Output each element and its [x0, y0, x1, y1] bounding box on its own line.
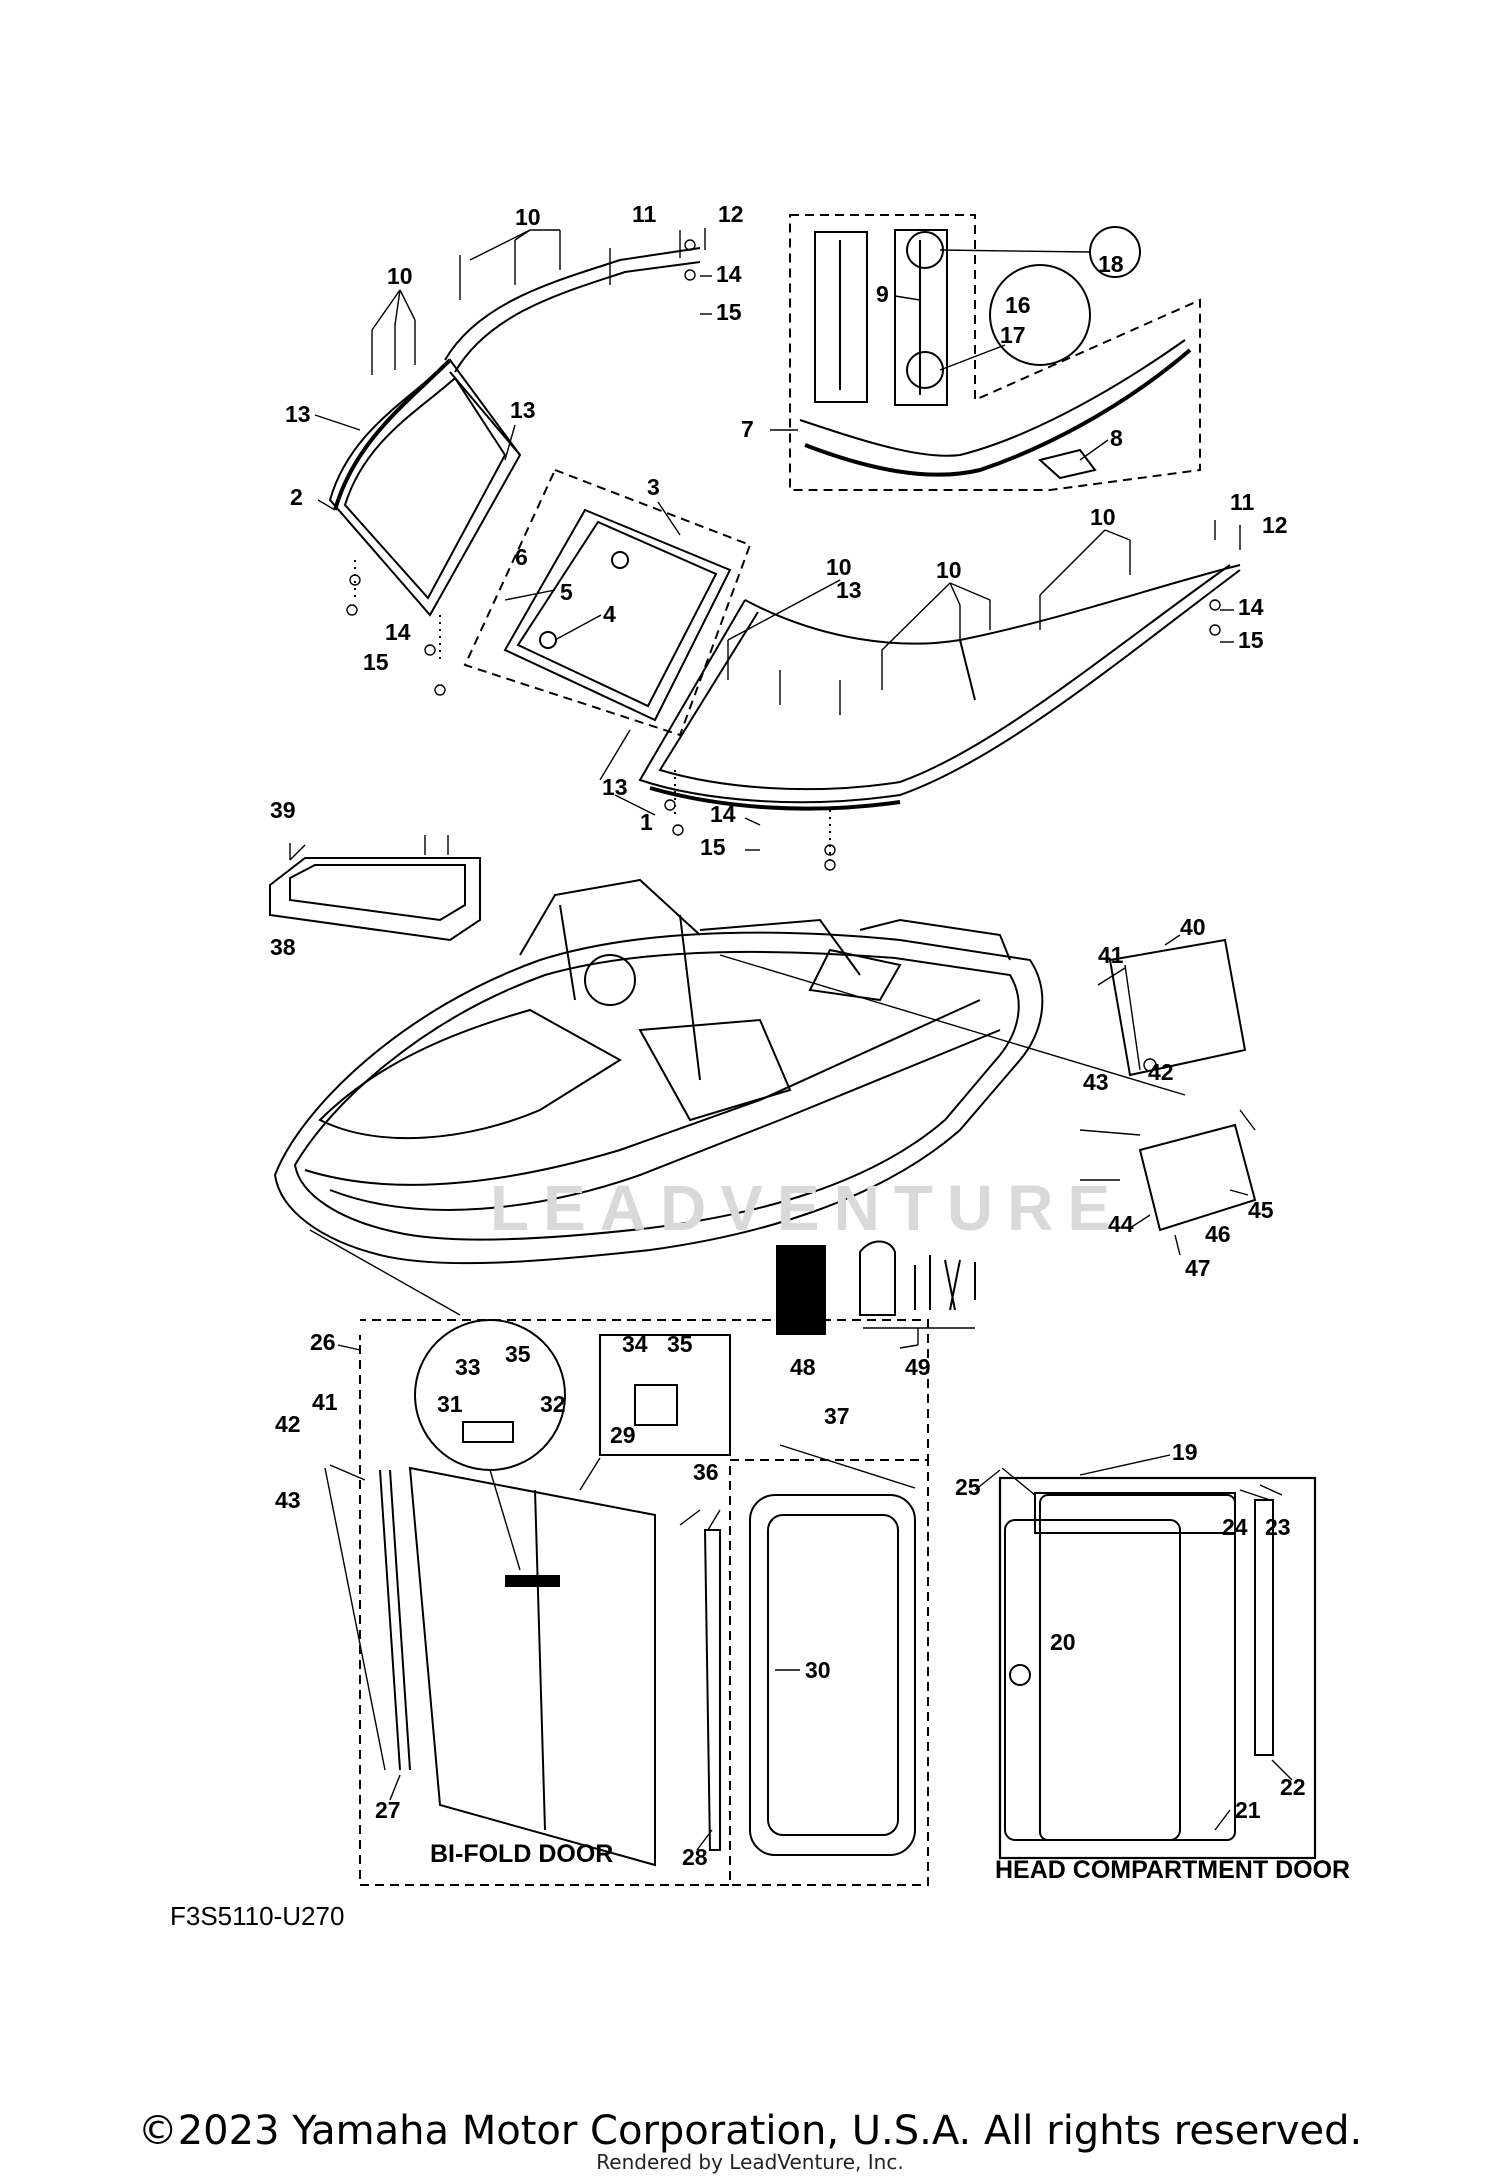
callout-10c[interactable]: 10 — [1090, 504, 1116, 530]
callout-17[interactable]: 17 — [1000, 322, 1026, 348]
callout-48[interactable]: 48 — [790, 1354, 816, 1380]
head-compartment-door-label: HEAD COMPARTMENT DOOR — [995, 1856, 1350, 1884]
rendered-by-credit: Rendered by LeadVenture, Inc. — [596, 2150, 904, 2174]
copyright-notice: ©2023 Yamaha Motor Corporation, U.S.A. A… — [137, 2108, 1363, 2154]
callout-44[interactable]: 44 — [1108, 1211, 1134, 1237]
callout-46[interactable]: 46 — [1205, 1221, 1231, 1247]
glovebox-assembly — [269, 835, 481, 942]
callout-14c[interactable]: 14 — [1238, 594, 1264, 620]
bifold-door-label: BI-FOLD DOOR — [430, 1840, 613, 1868]
callout-22[interactable]: 22 — [1280, 1774, 1306, 1800]
callout-47[interactable]: 47 — [1185, 1255, 1211, 1281]
head-compartment-door-assembly: HEAD COMPARTMENT DOOR — [995, 1467, 1350, 1884]
callout-27[interactable]: 27 — [375, 1797, 401, 1823]
watermark: LEADVENTURE — [490, 1172, 1124, 1244]
callout-39[interactable]: 39 — [270, 797, 296, 823]
callout-13d[interactable]: 13 — [602, 774, 628, 800]
callout-29[interactable]: 29 — [610, 1422, 636, 1448]
callout-11b[interactable]: 11 — [1230, 489, 1255, 515]
callout-40[interactable]: 40 — [1180, 914, 1206, 940]
callout-15c[interactable]: 15 — [1238, 627, 1264, 653]
callout-10b[interactable]: 10 — [387, 263, 413, 289]
callout-45[interactable]: 45 — [1248, 1197, 1274, 1223]
callout-38[interactable]: 38 — [270, 934, 296, 960]
callout-15[interactable]: 15 — [716, 299, 742, 325]
callout-13[interactable]: 13 — [285, 401, 311, 427]
callout-25[interactable]: 25 — [955, 1474, 981, 1500]
callout-41b[interactable]: 41 — [312, 1389, 338, 1415]
callout-23[interactable]: 23 — [1265, 1514, 1291, 1540]
callout-13b[interactable]: 13 — [510, 397, 536, 423]
diagram-code: F3S5110-U270 — [170, 1901, 344, 1931]
windshield-assembly — [328, 214, 1241, 871]
callout-7[interactable]: 7 — [741, 416, 754, 442]
callout-10[interactable]: 10 — [515, 204, 541, 230]
callout-42[interactable]: 42 — [1148, 1059, 1174, 1085]
callout-37[interactable]: 37 — [824, 1403, 850, 1429]
callout-42b[interactable]: 42 — [275, 1411, 301, 1437]
callout-49[interactable]: 49 — [905, 1354, 931, 1380]
callout-16[interactable]: 16 — [1005, 292, 1031, 318]
callout-10e[interactable]: 10 — [936, 557, 962, 583]
callout-4[interactable]: 4 — [603, 601, 616, 627]
bifold-door-assembly: BI-FOLD DOOR — [324, 1319, 929, 1886]
callout-10d[interactable]: 10 — [826, 554, 852, 580]
callout-9[interactable]: 9 — [876, 281, 889, 307]
access-panels — [1079, 938, 1257, 1256]
callout-11[interactable]: 11 — [632, 201, 657, 227]
callout-1[interactable]: 1 — [640, 809, 653, 835]
callout-19[interactable]: 19 — [1172, 1439, 1198, 1465]
callouts: 1 2 3 4 5 6 7 8 9 10 10 10 10 10 11 11 1… — [270, 201, 1306, 1870]
callout-43b[interactable]: 43 — [275, 1487, 301, 1513]
callout-14b[interactable]: 14 — [385, 619, 411, 645]
callout-18[interactable]: 18 — [1098, 251, 1124, 277]
callout-14d[interactable]: 14 — [710, 801, 736, 827]
callout-30[interactable]: 30 — [805, 1657, 831, 1683]
callout-33[interactable]: 33 — [455, 1354, 481, 1380]
callout-34[interactable]: 34 — [622, 1331, 648, 1357]
callout-6[interactable]: 6 — [515, 544, 528, 570]
callout-32[interactable]: 32 — [540, 1391, 566, 1417]
leader-lines — [289, 229, 1293, 1851]
callout-28[interactable]: 28 — [682, 1844, 708, 1870]
callout-20[interactable]: 20 — [1050, 1629, 1076, 1655]
callout-12b[interactable]: 12 — [1262, 512, 1288, 538]
callout-36[interactable]: 36 — [693, 1459, 719, 1485]
callout-14[interactable]: 14 — [716, 261, 742, 287]
callout-41[interactable]: 41 — [1098, 942, 1124, 968]
callout-26[interactable]: 26 — [310, 1329, 336, 1355]
boat-hull: LEADVENTURE — [273, 878, 1186, 1316]
callout-15d[interactable]: 15 — [700, 834, 726, 860]
callout-12[interactable]: 12 — [718, 201, 744, 227]
tool-kit — [776, 1240, 976, 1345]
callout-13c[interactable]: 13 — [836, 577, 862, 603]
callout-35b[interactable]: 35 — [667, 1331, 693, 1357]
callout-8[interactable]: 8 — [1110, 425, 1123, 451]
callout-3[interactable]: 3 — [647, 474, 660, 500]
callout-15b[interactable]: 15 — [363, 649, 389, 675]
callout-24[interactable]: 24 — [1222, 1514, 1248, 1540]
callout-5[interactable]: 5 — [560, 579, 573, 605]
callout-21[interactable]: 21 — [1235, 1797, 1261, 1823]
callout-35[interactable]: 35 — [505, 1341, 531, 1367]
callout-31[interactable]: 31 — [437, 1391, 463, 1417]
callout-43[interactable]: 43 — [1083, 1069, 1109, 1095]
callout-2[interactable]: 2 — [290, 484, 303, 510]
